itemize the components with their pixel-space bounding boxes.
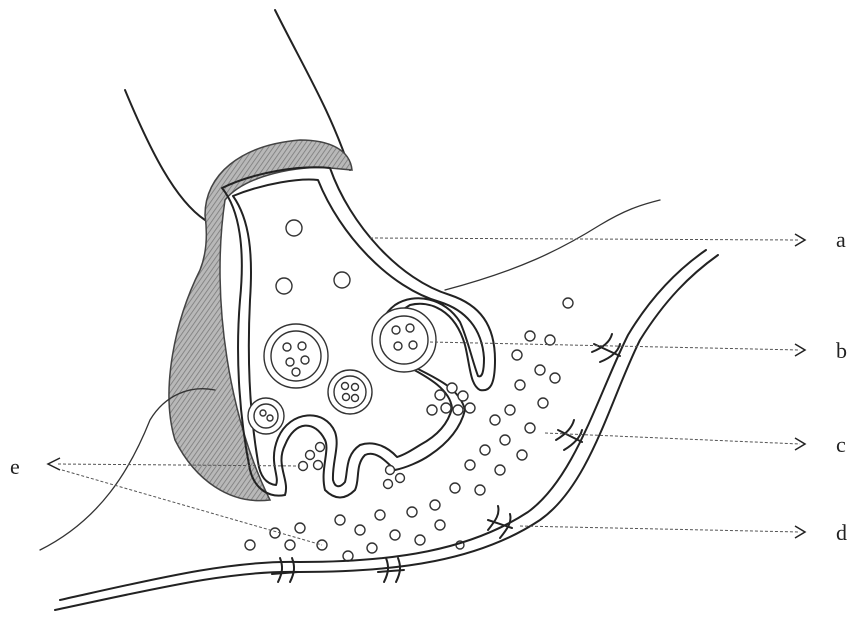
mitochondrion: [248, 398, 284, 434]
presynaptic-outline: [445, 200, 660, 290]
receptor: [378, 558, 404, 582]
receptor: [592, 334, 620, 362]
receptor: [488, 506, 512, 538]
label-b: b: [836, 338, 847, 363]
mitochondria: [248, 308, 436, 434]
postsynaptic-membrane: [55, 250, 718, 610]
label-e: e: [10, 454, 20, 479]
synaptic-knob: [222, 167, 495, 497]
label-d: d: [836, 520, 847, 545]
mitochondrion: [372, 308, 436, 372]
mitochondrion: [264, 324, 328, 388]
label-c: c: [836, 432, 846, 457]
label-a: a: [836, 227, 846, 252]
vesicles-large: [276, 220, 350, 294]
arrowheads: [48, 234, 805, 538]
mitochondrion: [328, 370, 372, 414]
